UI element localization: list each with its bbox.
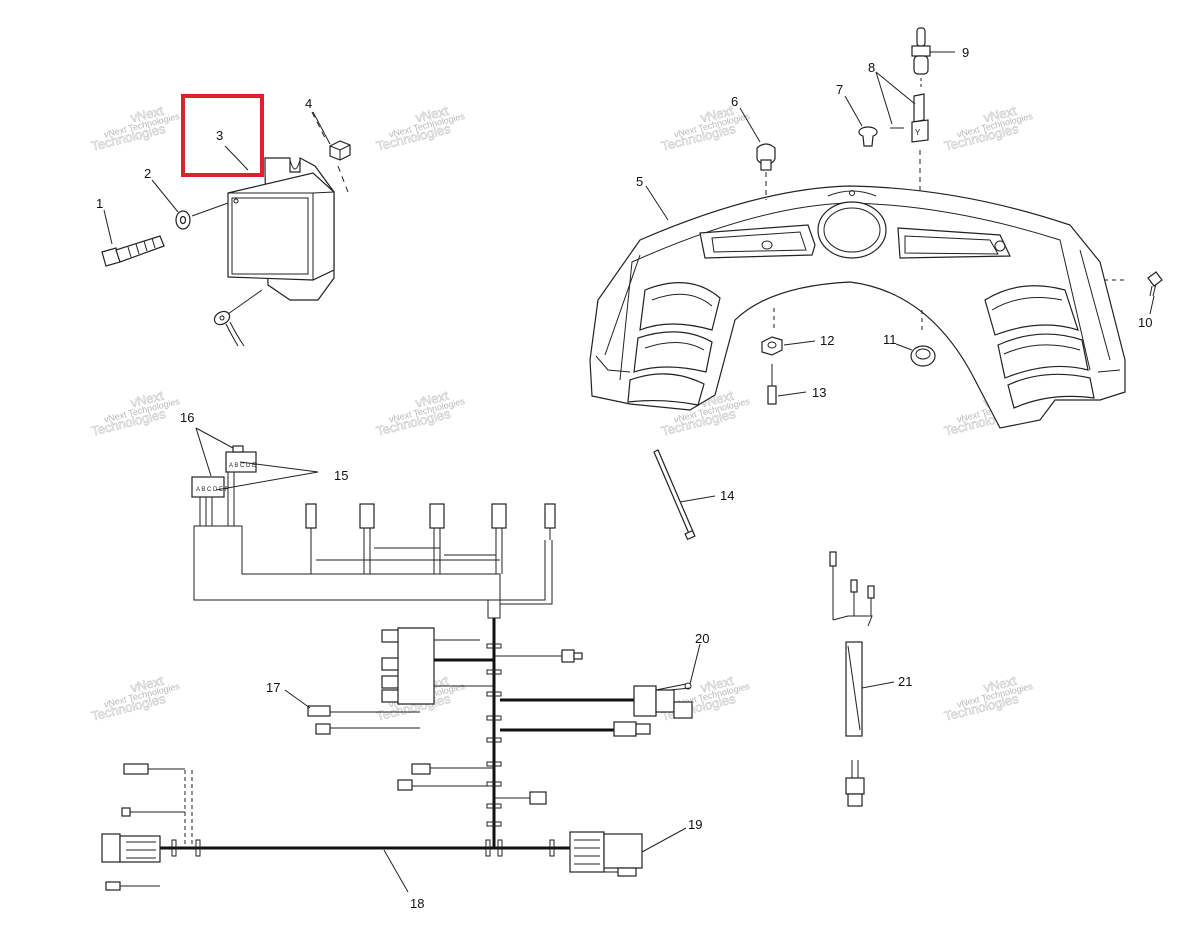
callout-21: 21 [898,674,912,689]
callout-16: 16 [180,410,194,425]
callout-3: 3 [216,128,223,143]
connector-upper: A B C D E F [191,476,229,526]
grommet-part[interactable] [910,310,936,367]
callout-7: 7 [836,82,843,97]
connector-upper [305,503,317,574]
toggle-switch-part[interactable]: Y [890,93,929,192]
callout-9: 9 [962,45,969,60]
cable-tie-part[interactable] [653,449,696,541]
callout-12: 12 [820,333,834,348]
ground-wire-terminal [213,289,263,347]
watermark: vNext Technologies vNext Technologies [374,387,466,439]
callout-14: 14 [720,488,734,503]
callout-1: 1 [96,196,103,211]
callout-17: 17 [266,680,280,695]
callout-5: 5 [636,174,643,189]
cable-tie-assembly: 14 [653,449,734,541]
dash-pod-part[interactable] [589,185,1126,429]
callout-11: 11 [883,332,897,347]
callout-10: 10 [1138,315,1152,330]
sub-harness-part[interactable] [829,551,875,807]
hex-nut-part[interactable] [761,308,783,356]
callout-20: 20 [695,631,709,646]
watermark: vNext Technologies vNext Technologies [374,102,466,154]
callout-18: 18 [410,896,424,911]
watermark: vNext Technologies vNext Technologies [89,672,181,724]
screw-part[interactable] [1104,271,1163,297]
callout-4: 4 [305,96,312,111]
main-harness-part[interactable]: A B C D E F A B C D E [101,445,693,891]
watermark: vNext Technologies vNext Technologies [89,387,181,439]
highlight-box [181,94,264,177]
callout-15: 15 [334,468,348,483]
module-assembly: 1 2 3 4 [96,96,351,347]
connector-upper [544,503,556,540]
watermark: vNext Technologies vNext Technologies [942,672,1034,724]
push-clip-part[interactable] [858,126,878,147]
pin-part[interactable] [767,364,777,405]
washer-part[interactable] [175,210,191,230]
svg-text:A B C D E: A B C D E [229,463,256,469]
watermark: vNext Technologies vNext Technologies [659,102,751,154]
connector-upper [359,503,375,574]
nut-part[interactable] [329,140,351,161]
callout-13: 13 [812,385,826,400]
switch-part[interactable] [756,143,776,200]
watermark: vNext Technologies vNext Technologies [89,102,181,154]
svg-text:Y: Y [915,128,921,137]
connector-upper [429,503,445,574]
module-box-part[interactable] [227,172,335,281]
callout-19: 19 [688,817,702,832]
connector-upper [491,503,507,574]
callout-6: 6 [731,94,738,109]
wiring-harness-assembly: A B C D E F A B C D E [101,410,709,911]
callout-8: 8 [868,60,875,75]
bolt-part[interactable] [101,235,165,267]
watermark: vNext Technologies vNext Technologies [942,102,1034,154]
svg-text:A B C D E F: A B C D E F [196,487,229,493]
sub-harness-assembly: 21 [829,551,912,807]
dash-pod-assembly: Y [589,27,1163,429]
bulb-socket-part[interactable] [911,27,931,90]
callout-2: 2 [144,166,151,181]
